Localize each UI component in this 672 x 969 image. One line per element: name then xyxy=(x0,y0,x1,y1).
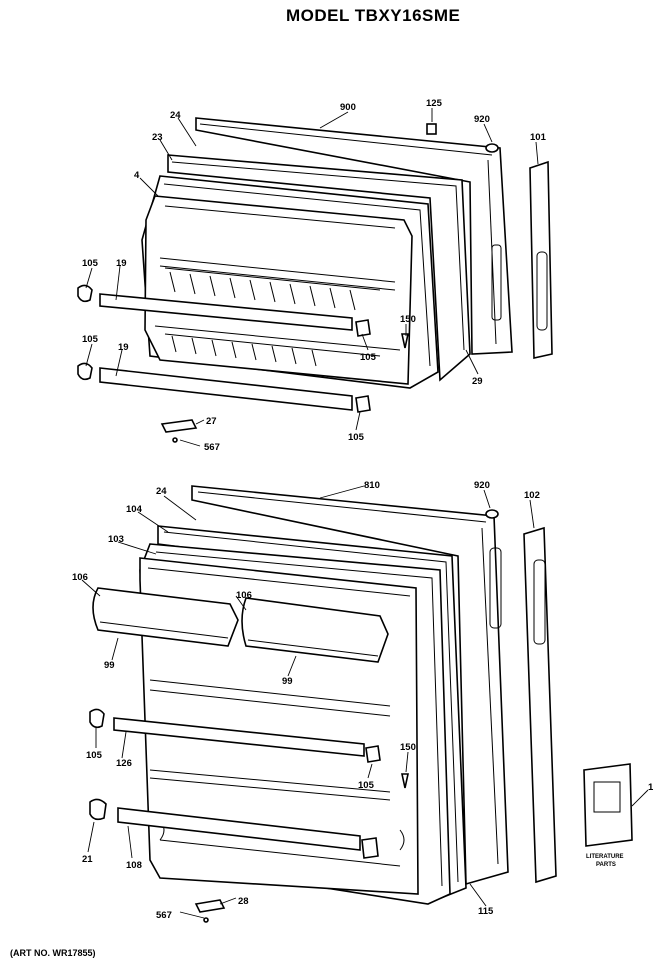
callout-21: 21 xyxy=(82,854,93,865)
callout-105-d: 105 xyxy=(348,432,365,443)
freezer-callouts: 900 125 920 101 24 23 4 105 19 105 19 15… xyxy=(82,98,547,453)
callout-4: 4 xyxy=(134,170,140,181)
callout-103: 103 xyxy=(108,534,124,545)
callout-28: 28 xyxy=(238,896,249,907)
callout-102: 102 xyxy=(524,490,540,501)
freezer-hinges xyxy=(77,284,371,413)
callout-105-f: 105 xyxy=(358,780,375,791)
callout-106-right: 106 xyxy=(236,590,252,601)
freezer-inner-liner xyxy=(144,195,413,385)
callout-920-bottom: 920 xyxy=(474,480,490,491)
callout-126: 126 xyxy=(116,758,132,769)
callout-150-top: 150 xyxy=(400,314,416,325)
callout-920-top: 920 xyxy=(474,114,490,125)
callout-19-a: 19 xyxy=(116,258,127,269)
callout-105-a: 105 xyxy=(82,258,99,269)
freezer-shelf-bottom xyxy=(99,367,353,411)
callout-19-b: 19 xyxy=(118,342,129,353)
callout-101: 101 xyxy=(530,132,547,143)
fresh-food-shelf-mid xyxy=(113,717,365,757)
freezer-leader-lines xyxy=(85,108,539,447)
freezer-shelf-top xyxy=(99,293,353,331)
callout-23: 23 xyxy=(152,132,163,143)
callout-24-bottom: 24 xyxy=(156,486,167,497)
callout-27: 27 xyxy=(206,416,217,427)
literature-label-line2: PARTS xyxy=(596,862,616,868)
fresh-food-bins xyxy=(92,587,389,663)
callout-115: 115 xyxy=(478,906,494,917)
callout-567-bottom: 567 xyxy=(156,910,172,921)
callout-104: 104 xyxy=(126,504,143,515)
freezer-door-handle xyxy=(529,160,553,359)
fresh-food-callouts: 810 920 102 24 104 103 106 106 99 99 105… xyxy=(72,480,654,921)
callout-99-left: 99 xyxy=(104,660,115,671)
literature-packet: LITERATURE PARTS xyxy=(583,763,633,868)
callout-106-left: 106 xyxy=(72,572,88,583)
callout-150-bottom: 150 xyxy=(400,742,416,753)
callout-105-e: 105 xyxy=(86,750,103,761)
art-number: (ART NO. WR17855) xyxy=(10,948,96,958)
fresh-food-leader-lines xyxy=(81,485,649,919)
freezer-door-outer-panel xyxy=(195,117,513,355)
callout-1: 1 xyxy=(648,782,654,793)
callout-810: 810 xyxy=(364,480,380,491)
model-title: MODEL TBXY16SME xyxy=(286,6,461,25)
callout-108: 108 xyxy=(126,860,142,871)
freezer-door-gasket xyxy=(167,154,471,382)
freezer-small-parts xyxy=(160,123,499,443)
callout-105-b: 105 xyxy=(82,334,99,345)
callout-900: 900 xyxy=(340,102,356,113)
literature-label-line1: LITERATURE xyxy=(586,854,624,860)
callout-567-top: 567 xyxy=(204,442,220,453)
fresh-food-shelf-bottom xyxy=(117,807,361,851)
callout-99-right: 99 xyxy=(282,676,293,687)
callout-29: 29 xyxy=(472,376,483,387)
callout-105-c: 105 xyxy=(360,352,377,363)
fresh-food-hinges xyxy=(89,708,381,859)
callout-125: 125 xyxy=(426,98,443,109)
fresh-food-small-parts xyxy=(194,509,499,923)
fresh-food-door-handle xyxy=(523,526,557,884)
callout-24-top: 24 xyxy=(170,110,181,121)
